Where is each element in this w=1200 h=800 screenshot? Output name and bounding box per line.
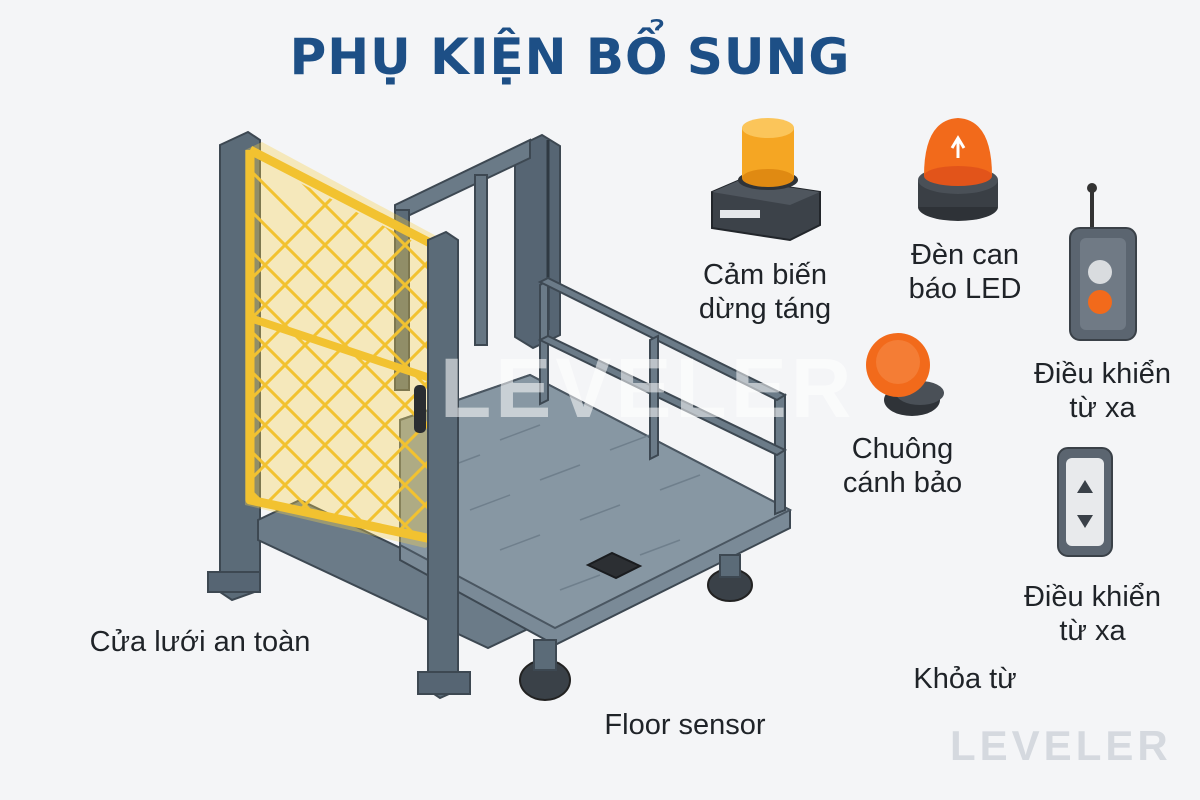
label-floor-sensor: Floor sensor	[604, 709, 766, 741]
label-alarm-bell: Chuông cánh bảo	[842, 433, 963, 499]
led-warning-light-icon	[918, 118, 998, 221]
watermark-corner: LEVELER	[950, 722, 1172, 769]
wall-switch-icon	[1057, 447, 1113, 557]
watermark-center: LEVELER	[440, 341, 856, 435]
label-remote-control-2: Điều khiển từ xa	[1023, 581, 1162, 647]
floor-sensor-pad	[585, 551, 643, 580]
lift-illustration	[207, 130, 793, 701]
label-safety-gate: Cửa lưới an toàn	[89, 626, 311, 658]
label-remote-control-1: Điều khiển từ xa	[1033, 358, 1172, 424]
label-led-light: Đèn can báo LED	[908, 239, 1022, 305]
side-railing	[537, 276, 788, 516]
alarm-bell-icon	[866, 333, 944, 416]
gate-handle	[414, 385, 426, 433]
wheels	[519, 554, 753, 701]
label-floor-stop-sensor: Cảm biến dừng táng	[698, 259, 832, 325]
floor-stop-sensor-icon	[711, 118, 821, 242]
label-magnetic-lock: Khỏa từ	[913, 663, 1017, 695]
remote-control-icon	[1069, 183, 1137, 341]
safety-gate	[245, 142, 441, 548]
page-title: PHỤ KIỆN BỔ SUNG	[289, 28, 851, 86]
